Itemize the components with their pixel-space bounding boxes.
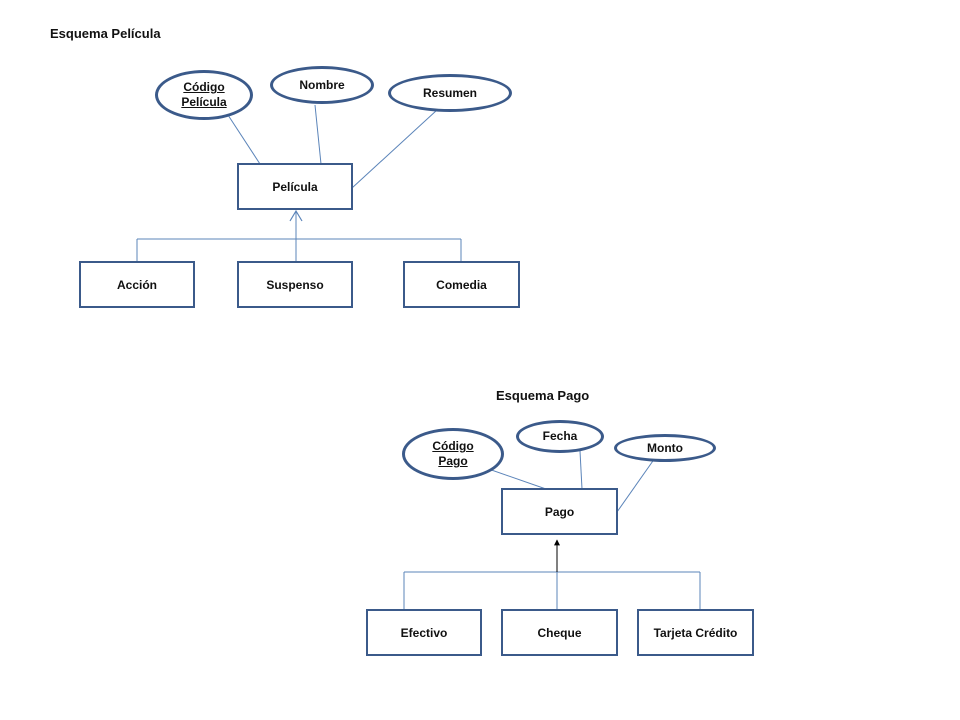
entity-label: Pago <box>544 504 575 519</box>
attribute-codigo-pelicula: Código Película <box>155 70 253 120</box>
attribute-fecha: Fecha <box>516 420 604 453</box>
subtype-suspenso: Suspenso <box>237 261 353 308</box>
attribute-monto: Monto <box>614 434 716 462</box>
connector-monto <box>616 457 656 513</box>
entity-label: Comedia <box>436 277 487 292</box>
attribute-nombre: Nombre <box>270 66 374 104</box>
connector-fecha <box>579 450 583 490</box>
entity-label: Película <box>272 179 318 194</box>
pago-schema-heading: Esquema Pago <box>496 388 590 403</box>
subtype-comedia: Comedia <box>403 261 520 308</box>
key-line-2: Pago <box>438 454 468 468</box>
primary-key-label: Código Película <box>181 80 226 110</box>
entity-label: Efectivo <box>400 625 448 640</box>
connector-resumen <box>351 109 438 189</box>
key-line-1: Código <box>432 439 474 453</box>
attribute-label: Nombre <box>299 77 345 92</box>
connector-codigo-pelicula <box>227 114 261 165</box>
subtype-cheque: Cheque <box>501 609 618 656</box>
entity-label: Acción <box>116 277 157 292</box>
key-line-2: Película <box>181 95 227 109</box>
attribute-label: Fecha <box>542 429 578 443</box>
attribute-resumen: Resumen <box>388 74 512 112</box>
subtype-efectivo: Efectivo <box>366 609 482 656</box>
key-line-1: Código <box>183 80 225 94</box>
subtype-tarjeta-credito: Tarjeta Crédito <box>637 609 754 656</box>
connector-nombre <box>314 104 322 165</box>
pelicula-schema-heading: Esquema Película <box>50 26 161 41</box>
subtype-accion: Acción <box>79 261 195 308</box>
entity-pago: Pago <box>501 488 618 535</box>
attribute-label: Resumen <box>422 85 478 100</box>
entity-label: Cheque <box>537 625 582 640</box>
entity-label: Suspenso <box>266 277 324 292</box>
entity-label: Tarjeta Crédito <box>653 625 738 640</box>
attribute-codigo-pago: Código Pago <box>402 428 504 480</box>
primary-key-label: Código Pago <box>432 439 473 469</box>
entity-pelicula: Película <box>237 163 353 210</box>
arrowhead-pelicula <box>289 209 303 222</box>
attribute-label: Monto <box>647 440 683 455</box>
